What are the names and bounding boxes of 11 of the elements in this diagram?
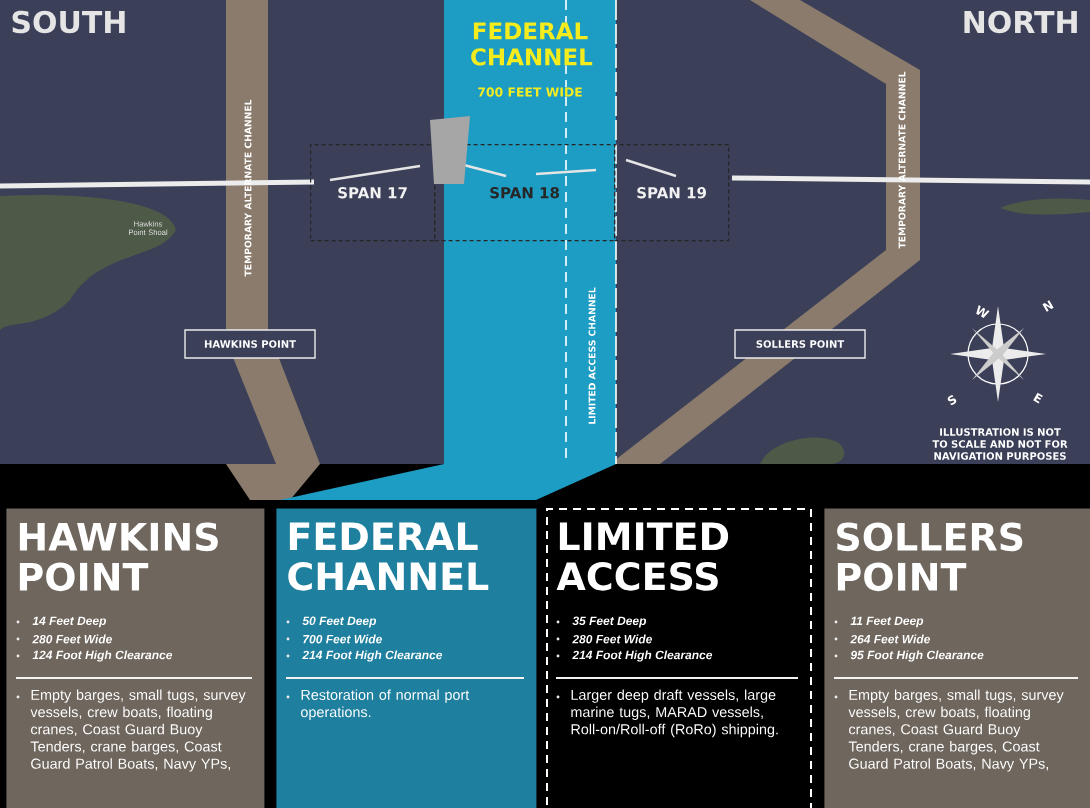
channel-title: FEDERAL CHANNEL bbox=[470, 22, 593, 66]
direction-label: NORTH bbox=[964, 10, 1077, 34]
panel-title: LIMITED ACCESS bbox=[556, 522, 729, 591]
panel-title: HAWKINS POINT bbox=[19, 522, 218, 592]
direction-label: SOUTH bbox=[12, 10, 125, 34]
info-panel bbox=[824, 508, 1090, 808]
info-panel bbox=[276, 508, 537, 808]
panel-title: FEDERAL CHANNEL bbox=[288, 522, 489, 591]
info-panel bbox=[6, 508, 265, 808]
info-panel bbox=[546, 508, 812, 808]
panel-title: SOLLERS POINT bbox=[837, 522, 1023, 592]
